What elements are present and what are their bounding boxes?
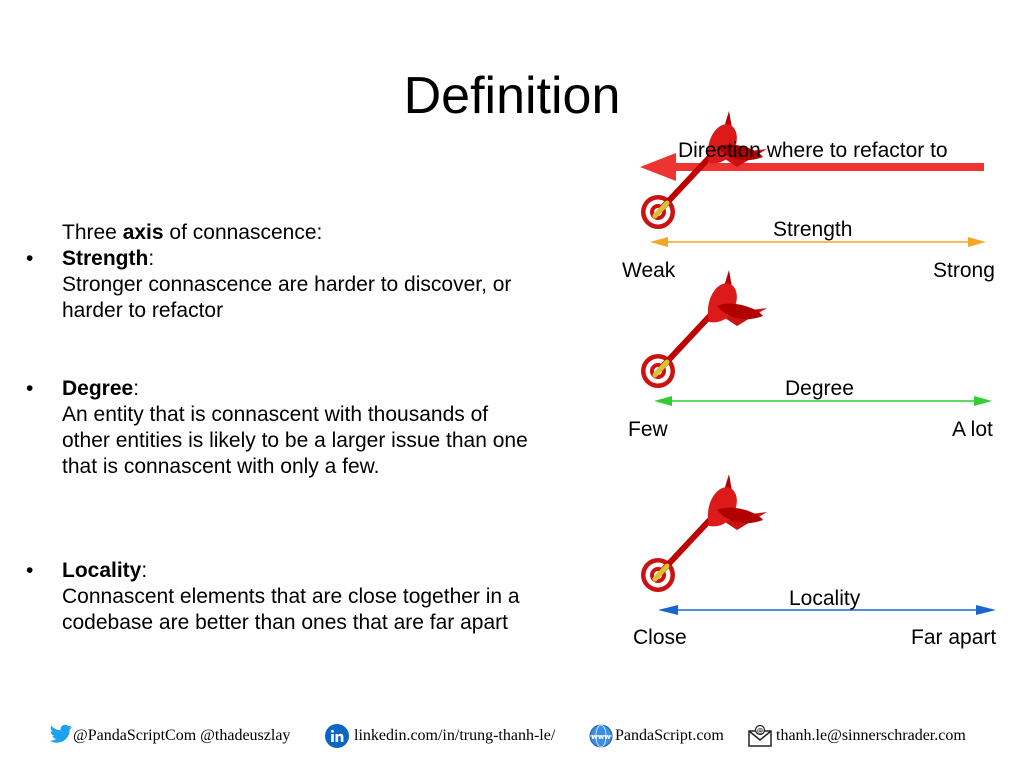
email-icon[interactable]: @ (748, 724, 772, 747)
linkedin-url[interactable]: linkedin.com/in/trung-thanh-le/ (354, 727, 556, 744)
degree-axis-label: Degree (785, 377, 854, 400)
bullet-text-line: harder to refactor (62, 299, 224, 322)
locality-left-label: Close (633, 626, 687, 649)
bullet-degree: Degree: An entity that is connascent wit… (62, 376, 592, 480)
bullet-term: Locality (62, 559, 142, 582)
bullet-text-line: that is connascent with only a few. (62, 455, 380, 478)
direction-arrow (640, 153, 984, 181)
dart-target-icon (641, 270, 767, 388)
bullet-strength: Strength: Stronger connascence are harde… (62, 246, 582, 324)
locality-right-label: Far apart (911, 626, 997, 649)
bullet-term: Degree (62, 377, 134, 400)
twitter-bird-icon[interactable] (49, 724, 73, 746)
linkedin-icon[interactable] (325, 724, 349, 748)
locality-axis-arrow (658, 605, 996, 615)
bullet-text-line: Connascent elements that are close toget… (62, 585, 520, 608)
intro-line: Three axis of connascence: (62, 220, 322, 246)
intro-bold: axis (122, 221, 164, 244)
bullet-marker: • (26, 247, 34, 270)
bullet-term: Strength (62, 247, 149, 270)
bullet-marker: • (26, 377, 34, 400)
svg-text:@: @ (757, 726, 764, 734)
bullet-text-line: codebase are better than ones that are f… (62, 611, 508, 634)
degree-right-label: A lot (952, 418, 993, 441)
bullet-marker: • (26, 559, 34, 582)
degree-axis-arrow (654, 396, 992, 406)
dart-target-icon (641, 474, 767, 592)
intro-prefix: Three (62, 221, 123, 244)
website-url[interactable]: PandaScript.com (615, 727, 724, 744)
strength-axis-label: Strength (773, 218, 853, 241)
strength-left-label: Weak (622, 259, 676, 282)
direction-label: Direction where to refactor to (678, 139, 948, 162)
bullet-text-line: other entities is likely to be a larger … (62, 429, 528, 452)
email-address[interactable]: thanh.le@sinnerschrader.com (776, 727, 966, 744)
degree-left-label: Few (628, 418, 668, 441)
bullet-text-line: An entity that is connascent with thousa… (62, 403, 489, 426)
globe-www-icon[interactable]: www (589, 724, 613, 748)
locality-axis-label: Locality (789, 587, 861, 610)
svg-text:www: www (591, 733, 611, 741)
strength-right-label: Strong (933, 259, 995, 282)
bullet-locality: Locality: Connascent elements that are c… (62, 558, 582, 636)
twitter-handles[interactable]: @PandaScriptCom @thadeuszlay (73, 727, 291, 744)
intro-suffix: of connascence: (163, 221, 323, 244)
strength-axis-arrow (650, 237, 986, 247)
slide-title: Definition (403, 67, 621, 125)
bullet-text-line: Stronger connascence are harder to disco… (62, 273, 512, 296)
